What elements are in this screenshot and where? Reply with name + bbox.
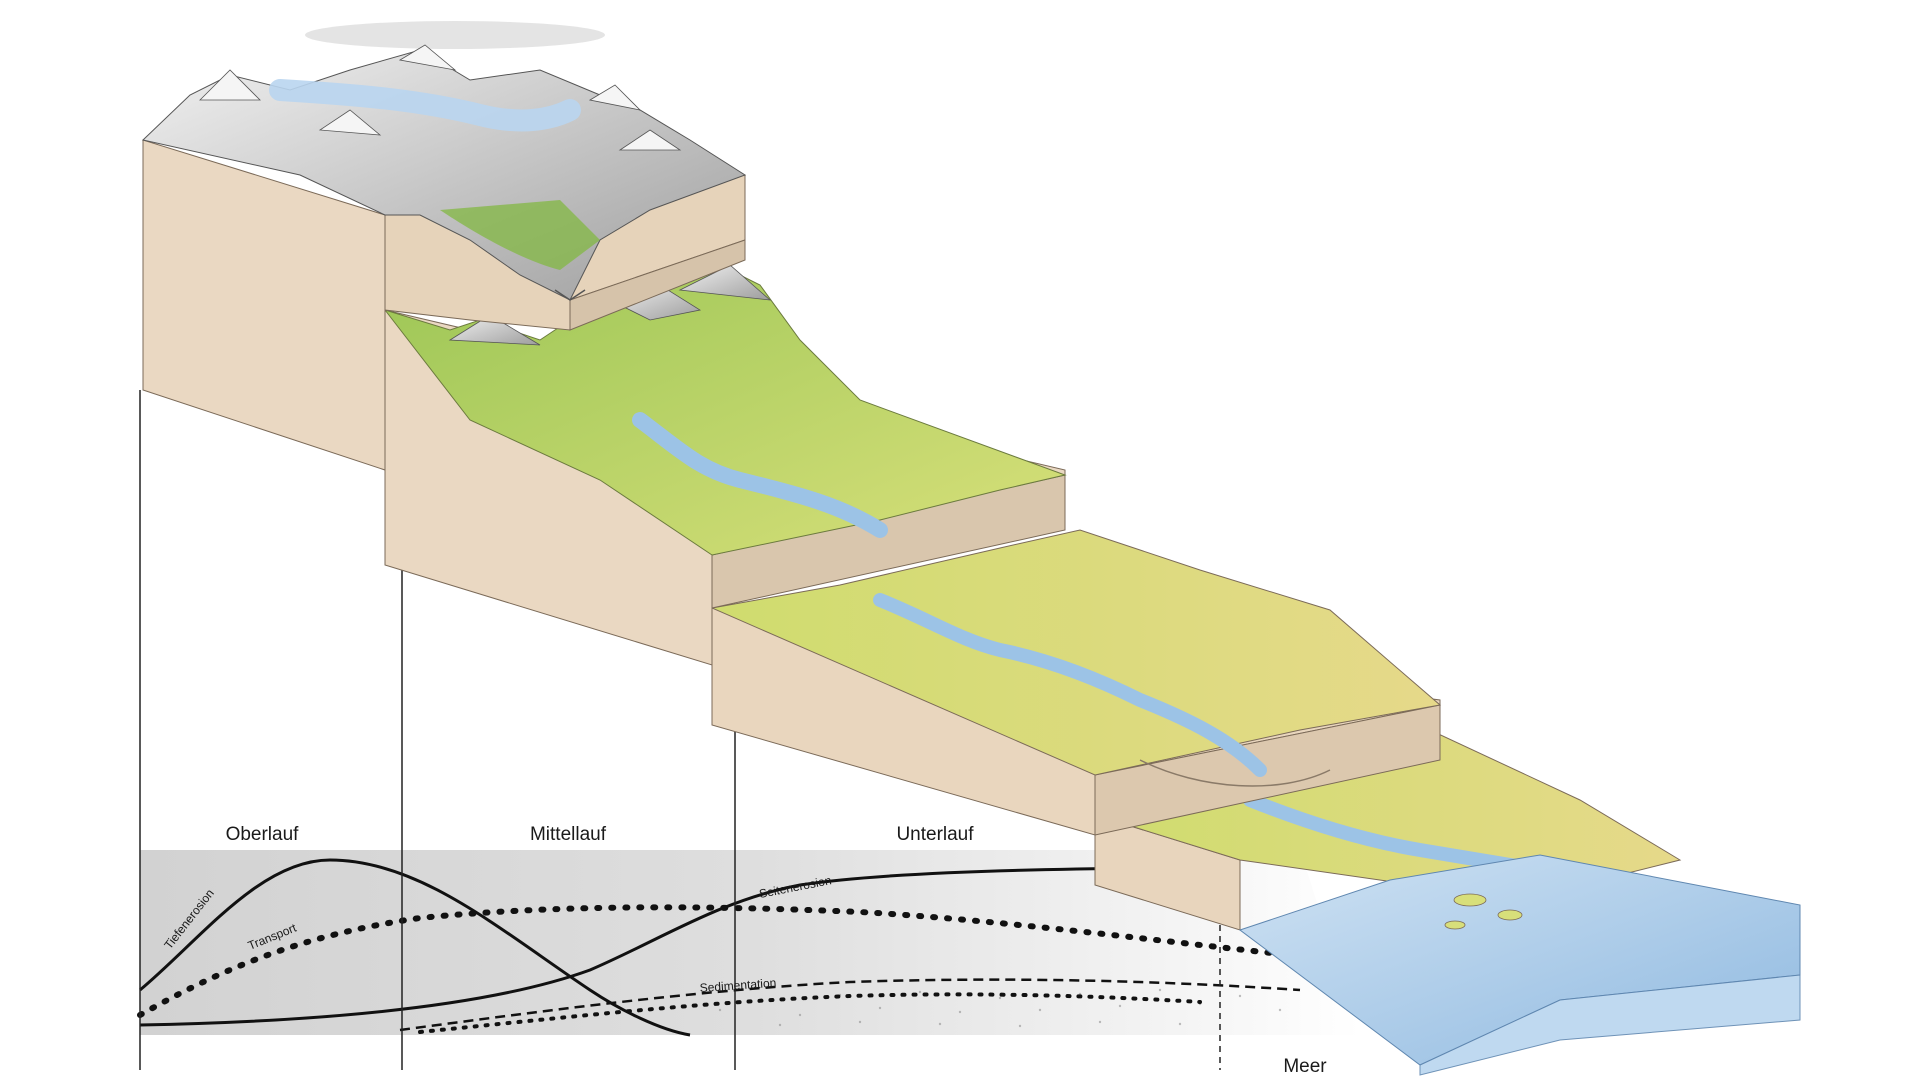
section-dividers (139, 390, 1221, 1070)
block-upper-course (141, 44, 747, 471)
block-middle-course (383, 264, 1067, 666)
block3-river (873, 593, 1267, 777)
block2-river (632, 412, 888, 538)
block3-top (710, 529, 1442, 776)
section-label-sea: Meer (1283, 1056, 1327, 1077)
curve-lateral-erosion (139, 866, 1216, 1027)
block-lower-course (710, 529, 1442, 836)
landscape-blocks (141, 44, 1801, 1076)
curve-sedimentation-dots (418, 992, 1202, 1034)
block1-front-left (142, 139, 386, 471)
sea-front (1419, 974, 1801, 1076)
section-label-upper: Oberlauf (226, 824, 300, 845)
section-label-middle: Mittellauf (530, 824, 607, 845)
curve-depth-erosion (139, 858, 691, 1037)
section-label-lower: Unterlauf (896, 824, 974, 845)
block1-peaks (199, 44, 682, 151)
cloud (305, 21, 605, 49)
curve-transport (137, 904, 1293, 1018)
glacier (269, 79, 581, 132)
curve-sedimentation (399, 978, 1301, 1032)
block1-forest (440, 200, 600, 270)
islands (1444, 893, 1523, 930)
process-graph: Tiefenerosion Transport Seitenerosion Se… (137, 850, 1360, 1037)
v-valley (554, 289, 586, 301)
block1-side (569, 239, 746, 331)
label-sedimentation: Sedimentation (699, 976, 777, 995)
block3-side (1094, 704, 1441, 836)
sediment-dots (718, 988, 1282, 1028)
graph-band (140, 850, 1360, 1035)
